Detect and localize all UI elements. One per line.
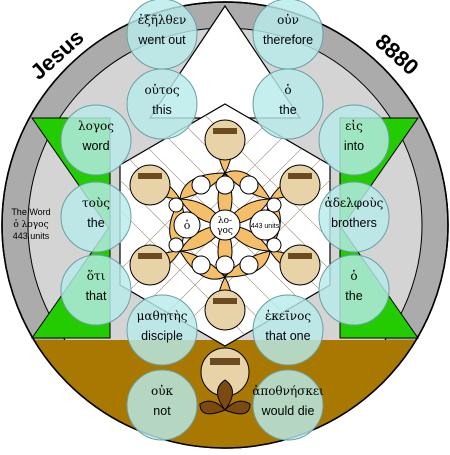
- greek-word: τοὺς: [82, 196, 110, 210]
- greek-word: οὐκ: [151, 384, 174, 398]
- face-medallion: [204, 119, 246, 161]
- english-word: that one: [265, 329, 310, 343]
- word-circle: [126, 369, 198, 441]
- word-circle: [318, 254, 390, 326]
- face-details: [138, 128, 312, 365]
- center-logos-top: λο-: [218, 216, 232, 226]
- english-word: the: [87, 216, 104, 230]
- word-circle: [252, 369, 324, 441]
- greek-word: οὐν: [277, 13, 299, 27]
- greek-word: ἀποθνήσκει: [252, 384, 324, 398]
- english-word: this: [152, 103, 171, 117]
- word-circle: [252, 294, 324, 366]
- english-word: disciple: [141, 329, 183, 343]
- face-medallion: [279, 244, 321, 286]
- word-circle: [60, 181, 132, 253]
- greek-word: λογος: [78, 119, 114, 133]
- center-units: 443 units: [251, 223, 280, 230]
- english-word: into: [344, 139, 364, 153]
- face-medallion: [129, 244, 171, 286]
- face-medallion: [204, 289, 246, 331]
- word-circles: ἐξῆλθεν went out οὐν therefore οὑτος this ὁ the…: [60, 0, 390, 441]
- english-word: not: [153, 404, 171, 418]
- side-note-line2: ὁ λογος: [13, 219, 48, 230]
- side-note-line3: 443 units: [13, 231, 50, 241]
- word-circle: [318, 181, 390, 253]
- english-word: the: [279, 103, 296, 117]
- side-note-line1: The Word: [11, 207, 50, 217]
- bottom-trefoil: [199, 379, 251, 415]
- white-dots: [168, 175, 282, 275]
- word-circle: [126, 294, 198, 366]
- center-article: ὁ: [184, 219, 191, 232]
- english-word: therefore: [263, 33, 313, 47]
- english-word: brothers: [331, 216, 377, 230]
- english-word: that: [86, 289, 107, 303]
- greek-word: ὁ: [284, 83, 291, 97]
- greek-word: εἰς: [345, 118, 363, 133]
- greek-word: οὑτος: [144, 83, 179, 97]
- english-word: word: [81, 139, 109, 153]
- greek-word: ἐκεῖνος: [265, 309, 311, 323]
- english-word: went out: [137, 33, 186, 47]
- word-circle: [60, 104, 132, 176]
- word-circle: [126, 68, 198, 140]
- english-word: the: [345, 289, 362, 303]
- greek-word: μαθητὴς: [137, 309, 188, 323]
- word-circle: [252, 68, 324, 140]
- center-circles: ὁ λο- γος 443 units: [173, 209, 281, 241]
- greek-word: ἐξῆλθεν: [138, 13, 187, 27]
- greek-word: ὅτι: [87, 269, 106, 283]
- greek-word: ἀδελφοὺς: [325, 196, 384, 210]
- word-circle: [318, 104, 390, 176]
- face-medallion: [279, 164, 321, 206]
- word-circle: [60, 254, 132, 326]
- face-medallion: [129, 164, 171, 206]
- english-word: would die: [261, 404, 315, 418]
- greek-word: ὁ: [350, 269, 357, 283]
- center-logos-bottom: γος: [217, 226, 233, 236]
